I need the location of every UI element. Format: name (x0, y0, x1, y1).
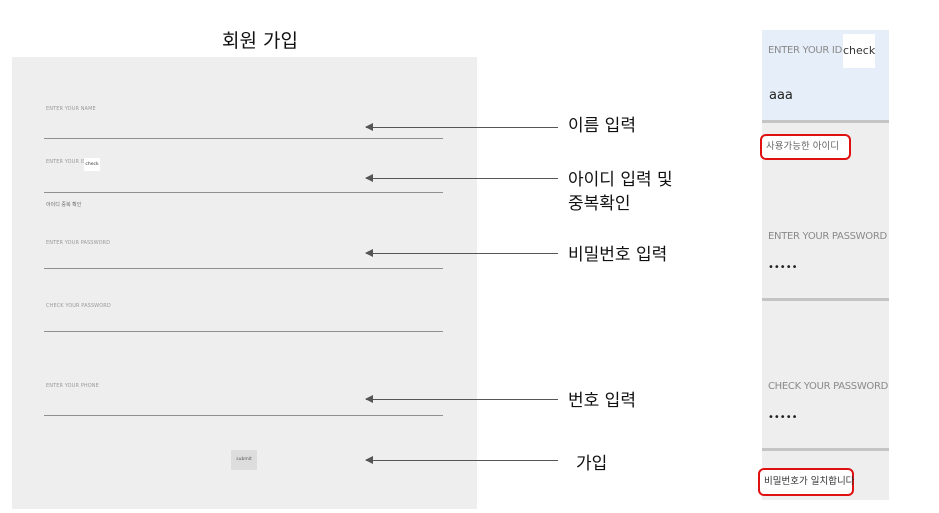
id-check-button[interactable]: check (84, 158, 100, 171)
arrow-password (365, 249, 558, 257)
arrow-id (365, 174, 558, 182)
arrow-left-icon (365, 123, 373, 131)
mobile-password-value[interactable]: ••••• (768, 262, 798, 273)
mobile-screenshot: ENTER YOUR ID check aaa ENTER YOUR PASSW… (762, 30, 889, 500)
arrow-name (365, 123, 558, 131)
arrow-phone (365, 395, 558, 403)
password-match-status: 비밀번호가 일치합니다 (758, 468, 854, 496)
phone-field-hint: ENTER YOUR PHONE (46, 383, 99, 389)
arrow-left-icon (365, 249, 373, 257)
annotation-password: 비밀번호 입력 (568, 245, 668, 265)
mobile-check-password-value[interactable]: ••••• (768, 412, 798, 423)
phone-input[interactable] (44, 415, 443, 416)
mobile-check-password-underline (762, 448, 889, 451)
name-field-hint: ENTER YOUR NAME (46, 106, 96, 112)
arrow-left-icon (365, 395, 373, 403)
id-field-hint: ENTER YOUR ID (46, 159, 87, 165)
mobile-id-underline (762, 120, 889, 123)
mobile-check-button[interactable]: check (843, 34, 875, 68)
arrow-signup (365, 456, 558, 464)
submit-button[interactable]: submit (231, 450, 257, 470)
mobile-id-hint: ENTER YOUR ID (768, 45, 842, 56)
check-password-input[interactable] (44, 331, 443, 332)
mobile-check-password-hint: CHECK YOUR PASSWORD (768, 381, 889, 392)
arrow-left-icon (365, 456, 373, 464)
password-input[interactable] (44, 268, 443, 269)
check-password-field-hint: CHECK YOUR PASSWORD (46, 303, 111, 309)
annotation-signup: 가입 (576, 454, 608, 474)
mobile-password-underline (762, 298, 889, 301)
annotation-id-line1: 아이디 입력 및 (568, 170, 673, 190)
name-input[interactable] (44, 138, 443, 139)
mobile-password-hint: ENTER YOUR PASSWORD (768, 231, 887, 242)
annotation-id-line2: 중복확인 (568, 194, 631, 214)
id-input[interactable] (44, 192, 443, 193)
arrow-left-icon (365, 174, 373, 182)
mobile-id-value: aaa (769, 88, 793, 103)
password-field-hint: ENTER YOUR PASSWORD (46, 240, 111, 246)
mobile-id-input[interactable]: ENTER YOUR ID check aaa (762, 30, 889, 120)
signup-form-panel (12, 57, 477, 509)
page-title: 회원 가입 (222, 30, 298, 52)
annotation-name: 이름 입력 (568, 116, 636, 136)
id-duplicate-status: 아이디 중복 확인 (46, 202, 82, 208)
id-available-status: 사용가능한 아이디 (760, 134, 851, 160)
annotation-phone: 번호 입력 (568, 391, 636, 411)
